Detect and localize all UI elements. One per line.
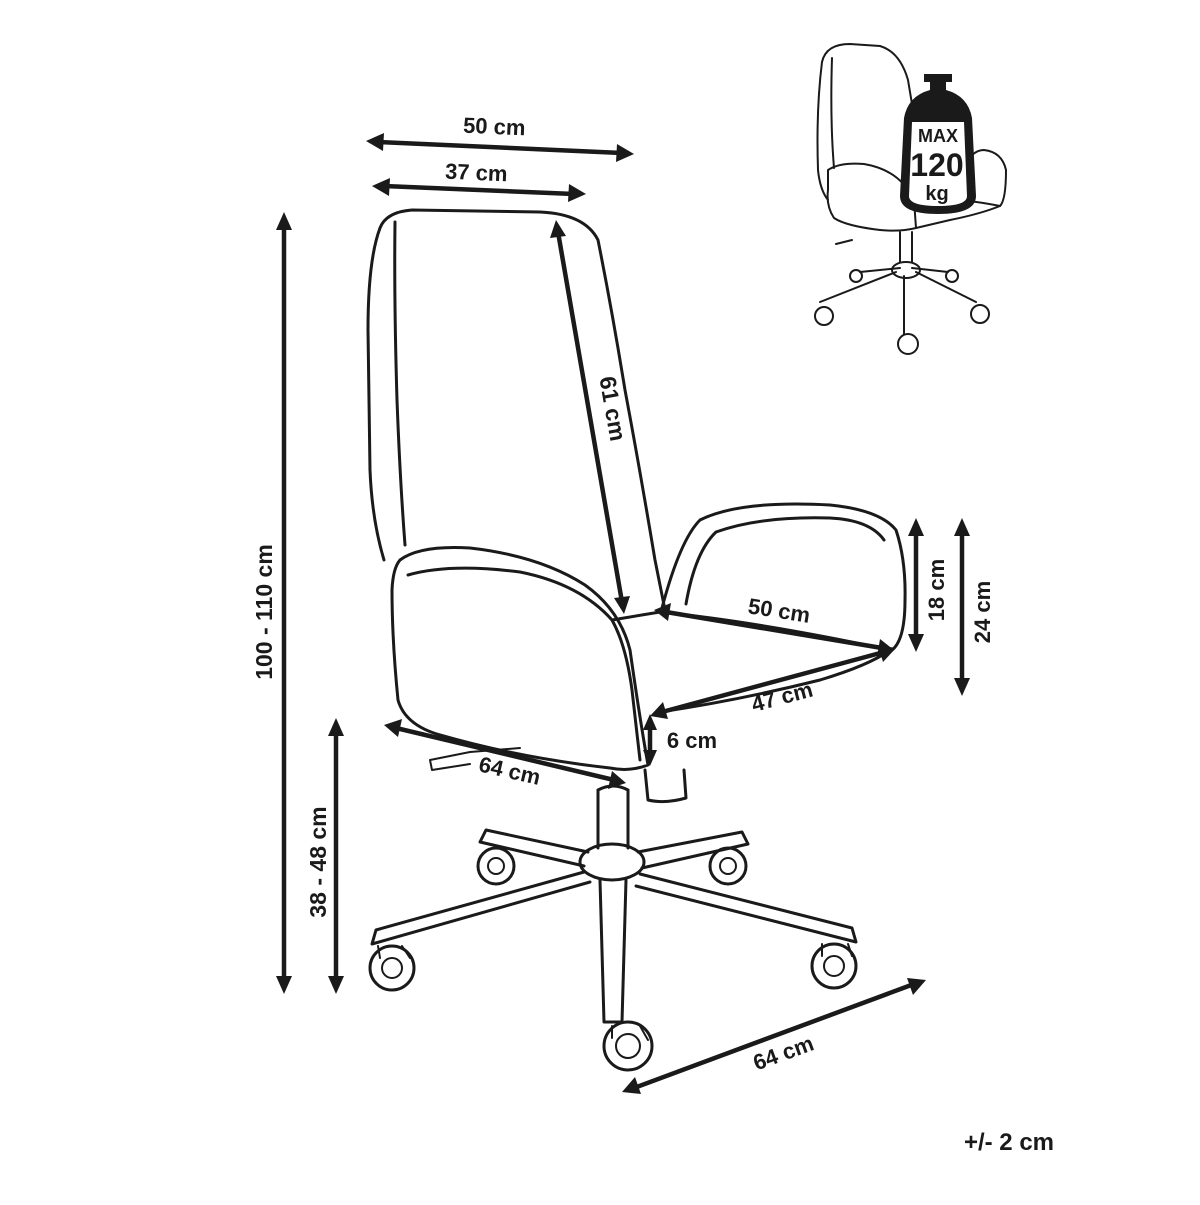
arrow-backrest-inner-width	[372, 178, 586, 202]
label-backrest-height: 61 cm	[594, 374, 631, 443]
caster-back-left	[476, 846, 516, 886]
left-armrest-shell	[390, 546, 650, 771]
lever	[429, 747, 521, 771]
arrow-backrest-top-width	[366, 133, 634, 162]
label-seat-height: 38 - 48 cm	[305, 806, 331, 917]
gas-cylinder	[596, 784, 630, 850]
base-leg-back-right	[636, 830, 750, 870]
base-leg-back-left	[478, 828, 590, 868]
label-total-height: 100 - 110 cm	[251, 544, 277, 680]
backrest-outer-edge	[366, 226, 386, 562]
arrow-armrest-height	[908, 518, 924, 652]
load-value-label: 120	[910, 147, 963, 183]
label-armrest-height: 18 cm	[924, 559, 949, 621]
label-seat-thickness: 6 cm	[667, 728, 717, 753]
caster-front	[602, 1020, 654, 1072]
backrest-inner-line	[393, 220, 407, 547]
arrow-seat-depth	[650, 645, 896, 719]
dimension-labels: 50 cm 37 cm 100 - 110 cm 61 cm 18 cm 24 …	[251, 113, 995, 1076]
base-leg-front-left	[370, 870, 592, 946]
inset-chair-thumbnail: MAX 120 kg	[814, 43, 1007, 355]
arrow-backrest-height	[550, 220, 630, 614]
right-armrest	[660, 502, 907, 652]
right-armrest-inner	[684, 516, 886, 606]
base-leg-front-right	[634, 872, 858, 944]
caster-left	[368, 944, 416, 992]
label-seat-width: 50 cm	[746, 593, 812, 627]
label-backrest-inner-width: 37 cm	[445, 159, 508, 187]
caster-right	[810, 942, 858, 990]
base-hub	[578, 842, 646, 882]
label-backrest-top-width: 50 cm	[463, 113, 526, 141]
label-armrest-total: 24 cm	[970, 581, 995, 643]
label-base-front: 64 cm	[750, 1031, 817, 1076]
backrest-outline	[378, 208, 667, 612]
arrow-base-front	[622, 978, 926, 1094]
arrow-seat-height	[328, 718, 344, 994]
base-leg-front	[598, 878, 628, 1024]
load-max-label: MAX	[918, 126, 958, 146]
arrow-seat-thickness	[643, 714, 657, 766]
tolerance-note: +/- 2 cm	[964, 1129, 1054, 1156]
arrow-base-side	[384, 719, 626, 789]
load-unit-label: kg	[925, 183, 948, 205]
label-seat-depth: 47 cm	[749, 677, 816, 717]
seat-mechanism	[643, 768, 688, 804]
left-armrest-top	[406, 566, 642, 762]
dimension-arrows	[276, 133, 970, 1094]
arrow-armrest-total	[954, 518, 970, 696]
caster-back-right	[708, 846, 748, 886]
arrow-total-height	[276, 212, 292, 994]
